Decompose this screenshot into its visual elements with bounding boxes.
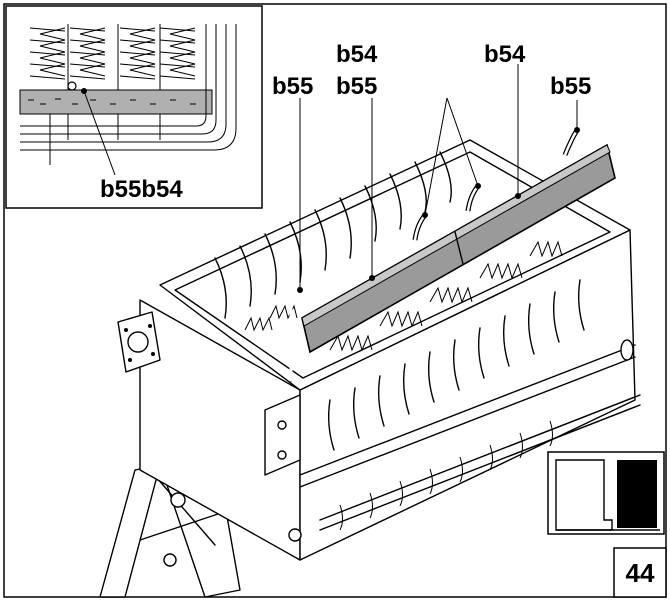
inset-comb	[29, 27, 196, 80]
inset-detail: b55b54	[5, 5, 263, 209]
tines-front	[327, 279, 585, 451]
pin-b55-left	[288, 286, 299, 382]
outer-frame	[3, 3, 667, 598]
tines-lower	[339, 420, 553, 531]
leader-lines	[297, 64, 580, 293]
pin-b55-right	[562, 128, 580, 156]
label-b54-left: b54	[336, 41, 378, 68]
label-b55-left-a: b55	[272, 73, 313, 100]
inset-strip	[19, 89, 213, 115]
page-number: 44	[626, 558, 655, 588]
side-flange	[117, 311, 161, 373]
machine-drawing	[99, 64, 641, 598]
label-b55-right: b55	[550, 73, 591, 100]
page-number-box: 44	[613, 547, 667, 598]
tines-back	[214, 151, 452, 319]
board-b54	[301, 143, 616, 354]
comb-teeth	[244, 240, 563, 352]
label-b54-right: b54	[484, 41, 526, 68]
shaft	[299, 339, 641, 531]
book-open-icon	[547, 451, 665, 535]
inset-label-b55b54: b55b54	[100, 176, 183, 203]
label-b55-left-b: b55	[336, 73, 377, 100]
